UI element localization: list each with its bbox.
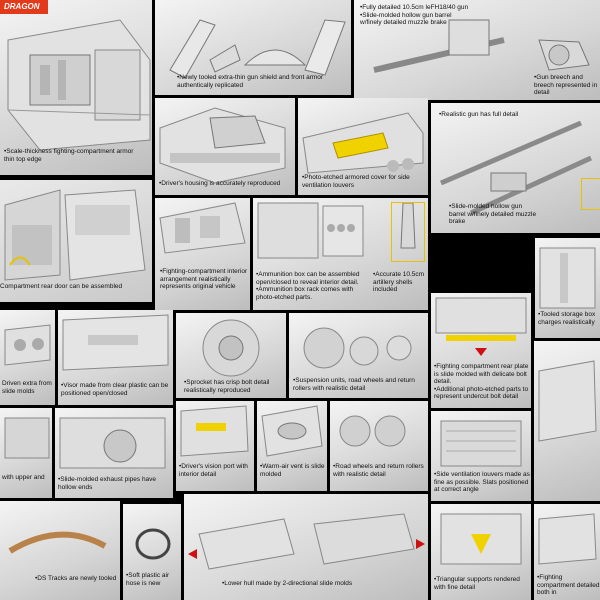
panel-fighting-compartment: DRAGON Scale-thickness fighting-compartm…: [0, 0, 152, 175]
brand-logo: DRAGON: [0, 0, 48, 14]
panel-triangular: Triangular supports rendered with fine d…: [431, 504, 531, 600]
panel-vision-port: Driver's vision port with interior detai…: [176, 401, 254, 491]
panel-ventilation-louvers: Side ventilation louvers made as fine as…: [431, 411, 531, 501]
panel-tracks-upper: with upper and: [0, 408, 52, 498]
rear-plate-caption: Fighting compartment rear plate is slide…: [434, 363, 530, 401]
air-hose-drawing: [135, 528, 171, 560]
gun-top-caption: Fully detailed 10.5cm leFH18/40 gunSlide…: [360, 4, 470, 27]
driven-extra-drawing: [4, 324, 51, 366]
triangular-caption: Triangular supports rendered with fine d…: [434, 576, 530, 591]
fighting-compartment-drawing: [7, 19, 151, 151]
visor-caption: Visor made from clear plastic can be pos…: [61, 382, 173, 397]
ammo-box-caption: Ammunition box can be assembled open/clo…: [256, 271, 366, 301]
slide-barrel-caption: Slide-molded hollow gun barrel w/finely …: [449, 203, 539, 226]
ammo-box-drawing: [257, 202, 416, 259]
vision-port-caption: Driver's vision port with interior detai…: [179, 463, 253, 478]
warm-air-drawing: [261, 405, 323, 457]
warm-air-caption: Warm-air vent is slide molded: [260, 463, 326, 478]
panel-storage-box: Tooled storage box charges realistically: [535, 238, 600, 338]
louvers-drawing: [440, 420, 522, 467]
panel-compartment-rear-plate: Fighting compartment rear plate is slide…: [431, 293, 531, 408]
panel-gun-top: Fully detailed 10.5cm leFH18/40 gunSlide…: [354, 0, 600, 100]
armored-cover-caption: Photo-etched armored cover for side vent…: [302, 174, 426, 189]
exhaust-caption: Slide-molded exhaust pipes have hollow e…: [58, 476, 172, 491]
armored-cover-drawing: [302, 112, 424, 174]
panel-visor: Visor made from clear plastic can be pos…: [58, 310, 173, 405]
panel-armored-cover: Photo-etched armored cover for side vent…: [298, 98, 428, 195]
panel-warm-air: Warm-air vent is slide molded: [257, 401, 327, 491]
panel-ds-tracks: DS Tracks are newly tooled: [0, 501, 120, 600]
tracks-upper-caption: with upper and: [2, 474, 45, 481]
rear-door-caption: Compartment rear door can be assembled: [0, 283, 123, 290]
drivers-housing-caption: Driver's housing is accurately reproduce…: [159, 180, 293, 188]
fighting-compartment-caption: Scale-thickness fighting-compartment arm…: [4, 148, 150, 163]
panel-driven-extra: Driven extra from slide molds: [0, 310, 55, 405]
realistic-gun-highlight: [581, 178, 600, 210]
rear-plate-drawing: [435, 297, 527, 341]
fc-interior-drawing: [159, 202, 246, 254]
panel-sprocket: Sprocket has crisp bolt detail realistic…: [176, 313, 286, 398]
panel-road-wheels: Road wheels and return rollers with real…: [330, 401, 428, 491]
sprocket-caption: Sprocket has crisp bolt detail realistic…: [184, 379, 284, 394]
gun-shield-drawing: [169, 19, 346, 79]
suspension-drawing: [303, 327, 412, 369]
exhaust-drawing: [59, 417, 166, 469]
lower-hull-caption: Lower hull made by 2-directional slide m…: [222, 580, 422, 588]
fc-bolt-drawing: [538, 513, 597, 565]
shell-highlight: [391, 202, 425, 262]
ds-tracks-drawing: [8, 531, 107, 554]
lower-hull-arrow-left: [188, 549, 197, 559]
suspension-caption: Suspension units, road wheels and return…: [293, 377, 427, 392]
right-details-drawing: [538, 360, 597, 442]
ds-tracks-caption: DS Tracks are newly tooled: [35, 575, 119, 583]
fc-interior-caption: Fighting-compartment interior arrangemen…: [160, 268, 248, 291]
panel-ammo-box: Ammunition box can be assembled open/clo…: [253, 198, 428, 310]
panel-fc-bolt: Fighting compartment detailed both in: [534, 504, 600, 600]
lower-hull-drawing: [198, 513, 415, 570]
louvers-caption: Side ventilation louvers made as fine as…: [434, 471, 530, 494]
storage-box-drawing: [539, 247, 596, 309]
fc-bolt-caption: Fighting compartment detailed both in: [537, 574, 600, 597]
panel-drivers-housing: Driver's housing is accurately reproduce…: [155, 98, 295, 195]
lower-hull-arrow-right: [416, 539, 425, 549]
road-wheels-caption: Road wheels and return rollers with real…: [333, 463, 427, 478]
driven-extra-caption: Driven extra from slide molds: [2, 380, 52, 395]
breech-caption: Gun breech and breech represented in det…: [534, 74, 600, 97]
shells-caption: Accurate 10.5cm artillery shells include…: [373, 271, 428, 294]
tracks-upper-drawing: [4, 417, 50, 459]
panel-rear-door: Compartment rear door can be assembled: [0, 180, 152, 302]
air-hose-caption: Soft plastic air hose is new: [126, 572, 180, 587]
storage-box-caption: Tooled storage box charges realistically: [538, 311, 600, 326]
sprocket-drawing: [202, 319, 260, 377]
visor-drawing: [62, 314, 169, 371]
drivers-housing-drawing: [159, 107, 286, 184]
road-wheels-drawing: [339, 415, 406, 447]
panel-gun-shield: Newly tooled extra-thin gun shield and f…: [155, 0, 351, 95]
panel-right-details: [534, 341, 600, 501]
panel-fc-interior: Fighting-compartment interior arrangemen…: [155, 198, 250, 310]
panel-exhaust: Slide-molded exhaust pipes have hollow e…: [55, 408, 173, 498]
panel-lower-hull: Lower hull made by 2-directional slide m…: [184, 494, 428, 600]
panel-realistic-gun: Realistic gun has full detail Slide-mold…: [431, 103, 600, 233]
triangular-drawing: [440, 513, 522, 565]
panel-suspension: Suspension units, road wheels and return…: [289, 313, 428, 398]
rear-plate-arrow: [475, 348, 487, 356]
vision-port-drawing: [180, 405, 249, 457]
rear-door-drawing: [4, 189, 146, 281]
realistic-gun-caption: Realistic gun has full detail: [439, 111, 539, 119]
gun-shield-caption: Newly tooled extra-thin gun shield and f…: [177, 74, 337, 89]
panel-air-hose: Soft plastic air hose is new: [123, 504, 181, 600]
